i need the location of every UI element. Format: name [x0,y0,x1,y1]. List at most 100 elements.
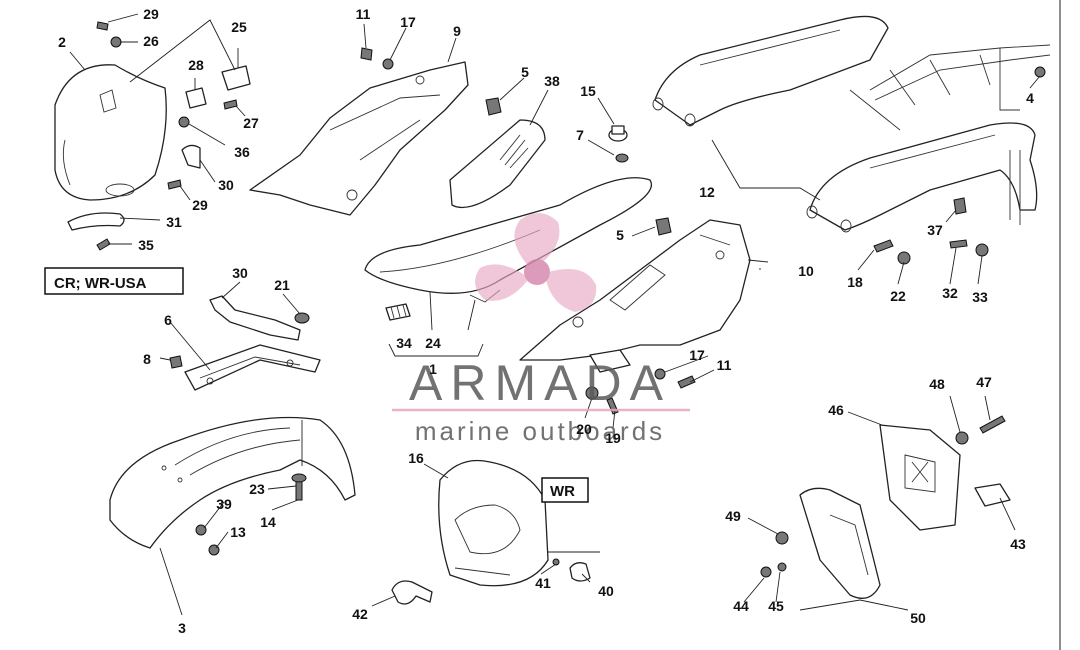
callout-13: 13 [230,524,246,540]
nut-36 [178,116,190,128]
callout-27: 27 [243,115,259,131]
callout-32: 32 [942,285,958,301]
clip-5-top [485,97,502,116]
leader-lines-middle [363,23,769,429]
callout-30: 30 [218,177,234,193]
screw-41 [552,558,560,566]
clip-28-part [185,87,207,109]
license-plate-holder-50 [799,487,881,599]
armada-watermark-logo: ARMADA marine outboards [392,212,690,446]
callout-20: 20 [576,421,592,437]
callout-2: 2 [58,34,66,50]
callout-46: 46 [828,402,844,418]
wr-label-box: WR [541,477,589,503]
callout-22: 22 [890,288,906,304]
leader-lines-lower-left [159,281,303,616]
callout-44: 44 [733,598,749,614]
bolt-47 [979,415,1006,434]
callout-38: 38 [544,73,560,89]
cap-23 [291,473,307,483]
leader-lines-bottom-right [743,395,1016,611]
nut-44 [760,566,772,578]
callout-6: 6 [164,312,172,328]
bolt-14 [295,479,303,501]
callout-26: 26 [143,33,159,49]
cr-wr-usa-label: CR; WR-USA [54,275,147,292]
washer-33 [975,243,989,257]
small-side-cover-part [449,119,546,209]
propeller-blade-3 [475,264,528,301]
callout-49: 49 [725,508,741,524]
callout-36: 36 [234,144,250,160]
tail-section-lower-part [806,122,1038,233]
callout-9: 9 [453,23,461,39]
screw-8 [169,355,183,369]
callout-21: 21 [274,277,290,293]
washer-17-right [654,368,666,380]
callout-3: 3 [178,620,186,636]
tail-frame-part [849,44,1051,131]
callout-11: 11 [356,6,371,22]
bracket-25-part [221,65,251,91]
bracket-30-small [181,144,201,169]
callout-11b: 11 [717,357,732,373]
callout-17: 17 [400,14,416,30]
washer-22 [897,251,911,265]
callout-16: 16 [408,450,424,466]
bracket-31-part [67,212,125,231]
tail-section-upper-part [652,15,889,127]
bracket-30-left [209,295,301,341]
callout-34: 34 [396,335,412,351]
propeller-hub [524,259,550,285]
callout-7: 7 [576,127,584,143]
nut-49 [775,531,789,545]
callout-17b: 17 [689,347,705,363]
watermark-brand: ARMADA [409,355,671,411]
leader-lines-top-left [69,13,246,245]
callout-1: 1 [429,361,437,377]
wr-label: WR [550,483,575,500]
callout-numbers: 29 26 2 25 28 27 36 30 29 31 35 11 17 9 … [58,6,1034,636]
clip-37 [953,197,967,215]
callout-15: 15 [580,83,596,99]
callout-12: 12 [699,184,715,200]
front-number-plate-part [54,64,167,201]
callout-28: 28 [188,57,204,73]
leader-lines-top-right [711,75,1041,285]
leader-lines-bottom-middle [371,463,600,607]
support-plate-6 [184,344,321,391]
callout-42: 42 [352,606,368,622]
callout-50: 50 [910,610,926,626]
fuel-cap-15 [608,125,628,142]
callout-31: 31 [166,214,182,230]
callout-30b: 30 [232,265,248,281]
callout-23: 23 [249,481,265,497]
screw-27 [223,99,238,110]
callout-18: 18 [847,274,863,290]
callout-5b: 5 [616,227,624,243]
callout-24: 24 [425,335,441,351]
bolt-29-top [96,21,109,31]
washer-39 [195,524,207,536]
nut-4 [1034,66,1046,78]
washer-45 [777,562,787,572]
clip-42-part [391,580,433,605]
bracket-43-part [974,483,1011,507]
washer-48 [955,431,969,445]
nut-21 [294,312,310,324]
bolt-18 [873,239,894,253]
license-plate-bracket-46 [879,424,961,531]
callout-25: 25 [231,19,247,35]
callout-45: 45 [768,598,784,614]
callout-43: 43 [1010,536,1026,552]
left-side-panel-part [249,61,469,216]
screw-11-top [360,47,373,61]
callout-47: 47 [976,374,992,390]
callout-35: 35 [138,237,154,253]
callout-33: 33 [972,289,988,305]
callout-8: 8 [143,351,151,367]
bracket-shape-right [589,349,631,373]
callout-14: 14 [260,514,276,530]
bolt-35 [96,238,111,251]
